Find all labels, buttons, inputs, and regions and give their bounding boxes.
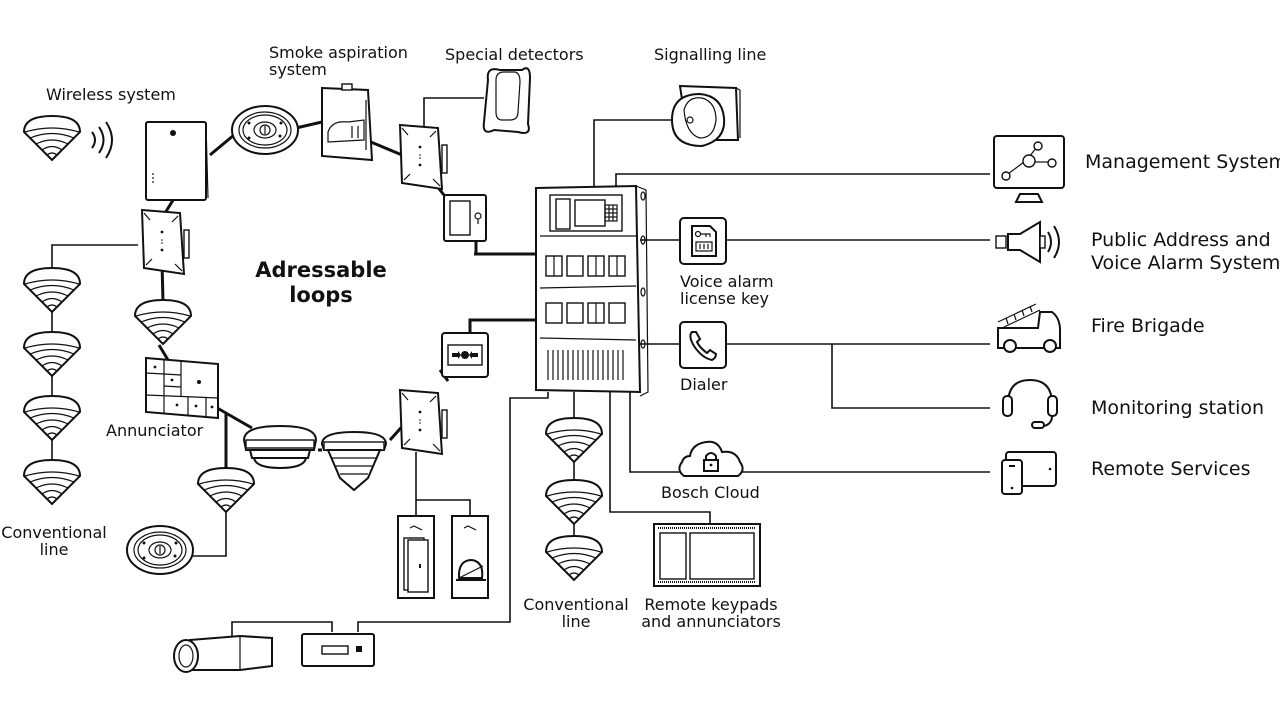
title-line1: Adressable (255, 258, 387, 282)
mobile-tablet-icon (1001, 451, 1057, 495)
conventional-detector-icon (23, 395, 81, 441)
multisensor-detector-icon (242, 424, 318, 470)
public-address-line1: Public Address and (1091, 229, 1271, 251)
monitor-network-icon (993, 135, 1065, 203)
wireless-system-label: Wireless system (46, 85, 176, 104)
conventional-detector-icon (23, 459, 81, 505)
voice-alarm-license-key-label: Voice alarm license key (680, 273, 774, 307)
interface-module-icon (141, 209, 190, 275)
special-detector-icon (482, 67, 532, 134)
public-address-line2: Voice Alarm System (1091, 252, 1280, 274)
conventional-line-left-line2: line (39, 540, 69, 559)
license-key-icon (679, 217, 727, 265)
wireless-detector-icon (23, 115, 81, 161)
cloud-lock-icon (678, 440, 744, 477)
video-encoder-icon (301, 633, 375, 667)
external-system-fire-brigade: Fire Brigade (1091, 315, 1205, 337)
headset-icon (1002, 378, 1058, 429)
dialer-phone-icon (679, 321, 727, 369)
conventional-line-left-line1: Conventional (1, 523, 107, 542)
annunciator-icon (145, 356, 219, 420)
wireless-signal-icon (91, 121, 113, 159)
external-system-management: Management System (1085, 151, 1280, 173)
addressable-loops-title: Adressable loops (246, 258, 396, 308)
voice-alarm-label-line2: license key (680, 289, 769, 308)
dialer-label: Dialer (680, 375, 728, 394)
conventional-detector-icon (23, 267, 81, 313)
conventional-detector-icon (545, 535, 603, 581)
remote-keypads-line1: Remote keypads (644, 595, 778, 614)
smoke-aspiration-label: Smoke aspiration system (269, 44, 408, 78)
interface-module-icon (399, 389, 448, 455)
remote-keypads-line2: and annunciators (641, 612, 781, 631)
remote-keypad-icon (653, 523, 761, 587)
external-system-monitoring-station: Monitoring station (1091, 397, 1265, 419)
external-system-public-address: Public Address and Voice Alarm System (1091, 229, 1280, 275)
heat-detector-icon (320, 430, 388, 492)
beacon-icon (451, 515, 489, 599)
signalling-sounder-icon (670, 84, 741, 148)
annunciator-label: Annunciator (106, 421, 204, 440)
camera-icon (173, 634, 273, 673)
key-switch-icon (443, 194, 487, 242)
conventional-detector-icon (545, 417, 603, 463)
smoke-aspiration-label-line1: Smoke aspiration (269, 43, 408, 62)
fire-truck-icon (997, 303, 1061, 353)
loop-detector-icon (134, 299, 192, 345)
speaker-icon (995, 220, 1060, 264)
aspirating-detector-head-icon (231, 105, 299, 155)
voice-alarm-label-line1: Voice alarm (680, 272, 774, 291)
signalling-line-label: Signalling line (654, 45, 767, 64)
round-module-icon (126, 525, 194, 575)
manual-call-point-icon (441, 332, 489, 378)
smoke-aspiration-unit-icon (321, 83, 374, 162)
conventional-line-bottom-line2: line (561, 612, 591, 631)
external-system-remote-services: Remote Services (1091, 458, 1251, 480)
conventional-line-bottom-label: Conventional line (518, 596, 634, 630)
conventional-line-left-label: Conventional line (0, 524, 110, 558)
wireless-gateway-icon (145, 121, 209, 201)
smoke-aspiration-label-line2: system (269, 60, 327, 79)
remote-keypads-label: Remote keypads and annunciators (636, 596, 786, 630)
conventional-detector-icon (23, 331, 81, 377)
conventional-line-bottom-line1: Conventional (523, 595, 629, 614)
fire-panel-icon (535, 184, 649, 397)
special-detectors-label: Special detectors (445, 45, 584, 64)
bosch-cloud-label: Bosch Cloud (661, 483, 760, 502)
title-line2: loops (289, 283, 353, 307)
interface-module-icon (399, 124, 448, 190)
loop-detector-icon (197, 467, 255, 513)
wiring (51, 97, 990, 636)
door-holder-icon (397, 515, 435, 599)
conventional-detector-icon (545, 479, 603, 525)
